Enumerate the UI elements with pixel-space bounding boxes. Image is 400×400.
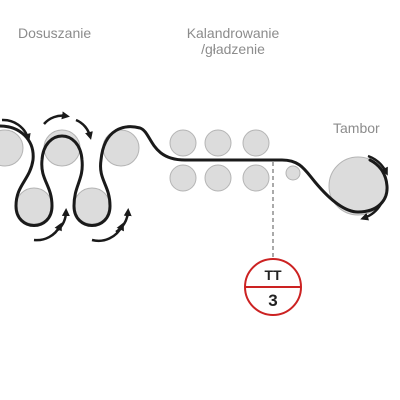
tag-function-text: TT: [264, 267, 282, 283]
rotation-arrow-bottom-2: [91, 222, 124, 243]
calender-roll-top-1: [169, 129, 197, 157]
dryer-cylinder-top-1: [0, 129, 24, 167]
drying-section-label: Dosuszanie: [18, 25, 92, 41]
rotation-arrow-top-2b: [75, 118, 93, 140]
rotation-arrow-top-1: [1, 118, 31, 142]
calender-roll-bottom-1: [169, 164, 197, 192]
rotation-arrow-top-2: [43, 111, 70, 125]
calender-rolls: [169, 129, 301, 192]
reel-section-label: Tambor: [333, 120, 380, 136]
calender-roll-bottom-3: [242, 164, 270, 192]
tag-loop-number-text: 3: [268, 291, 277, 310]
rotation-arrow-bottom-1: [33, 222, 62, 242]
dryer-cylinders: [0, 129, 140, 225]
guide-roll: [285, 165, 301, 181]
calender-roll-top-3: [242, 129, 270, 157]
rotation-arrow-reel-bottom: [360, 201, 384, 221]
rotation-arrow-reel-top: [367, 154, 388, 176]
temperature-transmitter-tag: TT 3: [244, 258, 302, 316]
paper-web-path: [0, 124, 389, 227]
calendering-label-line1: Kalandrowanie: [186, 25, 280, 41]
rotation-arrow-bottom-1b: [57, 208, 70, 231]
calendering-label-line2: /gładzenie: [201, 41, 265, 57]
rotation-arrow-bottom-2b: [115, 208, 132, 234]
rotation-arrows: [1, 111, 388, 243]
calendering-section-label: Kalandrowanie /gładzenie: [168, 25, 298, 57]
calender-roll-bottom-2: [204, 164, 232, 192]
calender-roll-top-2: [204, 129, 232, 157]
